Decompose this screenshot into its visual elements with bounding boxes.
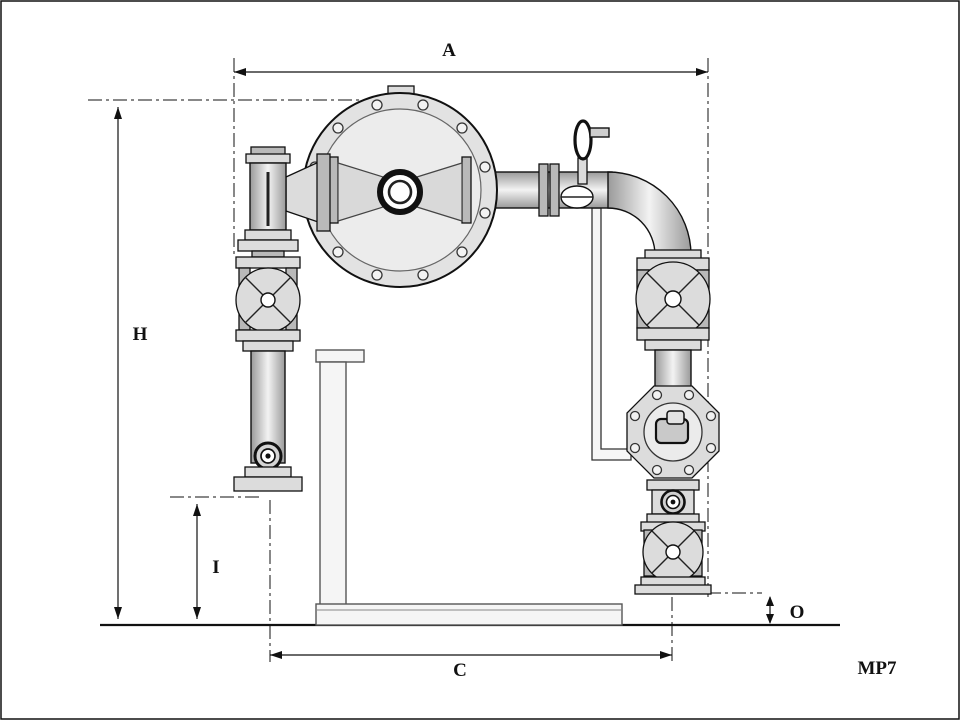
dim-a-arrow-right [696, 68, 708, 76]
dim-a-arrow-left [234, 68, 246, 76]
dim-h-arrow-bottom [114, 607, 122, 619]
flange [237, 239, 299, 252]
fitting-center [670, 499, 676, 505]
bolt [683, 389, 695, 401]
dim-o-arrow-bottom [766, 614, 774, 624]
bolt [479, 161, 491, 173]
valve-handwheel [573, 119, 593, 161]
valve-hub [665, 544, 681, 560]
pipe-flange-joint [538, 163, 549, 217]
base-flange [233, 476, 303, 492]
flange [636, 327, 710, 341]
bolt [371, 269, 383, 281]
flange [242, 340, 294, 352]
bolt [705, 410, 717, 422]
dim-label-o: O [790, 602, 805, 623]
stand-top-lip [315, 349, 365, 363]
internal-flange-bar [461, 156, 472, 224]
bolt [371, 99, 383, 111]
flange [644, 339, 702, 351]
pipe-flange-joint [549, 163, 560, 217]
dim-c-arrow-right [660, 651, 672, 659]
bolt [651, 464, 663, 476]
stand-column [319, 361, 347, 606]
dim-label-h: H [133, 324, 148, 345]
valve-hub [664, 290, 682, 308]
pump-casing [302, 85, 498, 288]
pipe-spool [654, 349, 692, 389]
bolt [629, 442, 641, 454]
bolt [683, 464, 695, 476]
bolt [417, 269, 429, 281]
dim-label-c: C [453, 660, 467, 681]
bolt [417, 99, 429, 111]
dim-c-arrow-left [270, 651, 282, 659]
base-flange [634, 584, 712, 595]
suction-cone [285, 159, 322, 224]
check-valve-clapper-top [666, 410, 685, 425]
dimension-annotations: A H I C O MP7 [88, 40, 897, 681]
dim-i-arrow-bottom [193, 607, 201, 619]
bolt [456, 246, 468, 258]
bolt [332, 246, 344, 258]
shaft-seal-ring-inner [387, 179, 413, 205]
bolt [332, 122, 344, 134]
bolt [479, 207, 491, 219]
model-label: MP7 [857, 658, 897, 679]
spacer-ring [251, 250, 285, 258]
dim-h-arrow-top [114, 107, 122, 119]
dim-i-arrow-top [193, 504, 201, 516]
fitting-center [265, 453, 271, 459]
base-plate [315, 603, 623, 626]
flange [244, 229, 292, 241]
valve-stem [577, 157, 588, 185]
bolt [456, 122, 468, 134]
cap-flange [245, 153, 291, 164]
valve-hub [260, 292, 276, 308]
valve-handle-bar [589, 127, 610, 138]
right-valve-stack [626, 249, 720, 595]
flange [244, 466, 292, 478]
flange [235, 329, 301, 342]
dim-o-arrow-top [766, 596, 774, 606]
dim-label-a: A [442, 40, 456, 61]
flange [235, 256, 301, 269]
bolt [651, 389, 663, 401]
suction-flange-bar [316, 153, 331, 232]
flange [646, 479, 700, 491]
base-frame [315, 349, 623, 626]
sensing-pipe [591, 207, 632, 461]
bolt [705, 442, 717, 454]
bolt [629, 410, 641, 422]
dim-label-i: I [212, 557, 219, 578]
elbow-90 [607, 171, 692, 256]
left-suction-stack [233, 146, 331, 492]
